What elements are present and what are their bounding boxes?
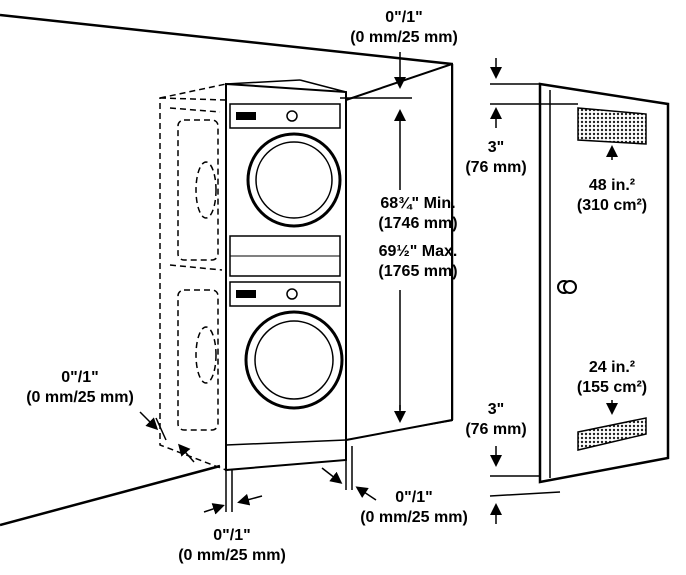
svg-text:24 in.²: 24 in.² [589, 359, 635, 376]
top-vent-label: 48 in.² (310 cm²) [577, 177, 647, 214]
svg-text:(76 mm): (76 mm) [465, 159, 526, 176]
bottom-front-clearance-label: 0"/1" (0 mm/25 mm) [178, 527, 286, 564]
door-bottom-gap-label: 3" (76 mm) [465, 401, 526, 438]
svg-text:0"/1": 0"/1" [61, 369, 98, 386]
top-vent-grille [577, 107, 647, 145]
svg-text:68¾" Min.: 68¾" Min. [380, 195, 455, 212]
svg-text:0"/1": 0"/1" [213, 527, 250, 544]
svg-text:(76 mm): (76 mm) [465, 421, 526, 438]
svg-text:0"/1": 0"/1" [385, 9, 422, 26]
left-side-clearance-label: 0"/1" (0 mm/25 mm) [26, 369, 134, 406]
svg-text:3": 3" [488, 401, 504, 418]
svg-text:(310 cm²): (310 cm²) [577, 197, 647, 214]
svg-text:(155 cm²): (155 cm²) [577, 379, 647, 396]
bottom-vent-grille [577, 417, 647, 451]
height-label: 68¾" Min. (1746 mm) 69½" Max. (1765 mm) [378, 195, 457, 280]
dashed-unit-outline [159, 83, 227, 472]
svg-text:(1746 mm): (1746 mm) [378, 215, 457, 232]
bottom-right-clearance-label: 0"/1" (0 mm/25 mm) [360, 489, 468, 526]
svg-text:(0 mm/25 mm): (0 mm/25 mm) [178, 547, 286, 564]
stacked-washer-dryer [225, 79, 347, 472]
svg-text:3": 3" [488, 139, 504, 156]
svg-text:(1765 mm): (1765 mm) [378, 263, 457, 280]
door-knob-icon [557, 280, 577, 294]
svg-text:(0 mm/25 mm): (0 mm/25 mm) [360, 509, 468, 526]
svg-text:69½" Max.: 69½" Max. [379, 243, 458, 260]
svg-text:48 in.²: 48 in.² [589, 177, 635, 194]
top-clearance-label: 0"/1" (0 mm/25 mm) [350, 9, 458, 46]
closet-door [538, 82, 670, 484]
dimension-lines [139, 52, 618, 524]
bottom-vent-label: 24 in.² (155 cm²) [577, 359, 647, 396]
svg-text:(0 mm/25 mm): (0 mm/25 mm) [26, 389, 134, 406]
door-top-gap-label: 3" (76 mm) [465, 139, 526, 176]
svg-text:(0 mm/25 mm): (0 mm/25 mm) [350, 29, 458, 46]
svg-text:0"/1": 0"/1" [395, 489, 432, 506]
